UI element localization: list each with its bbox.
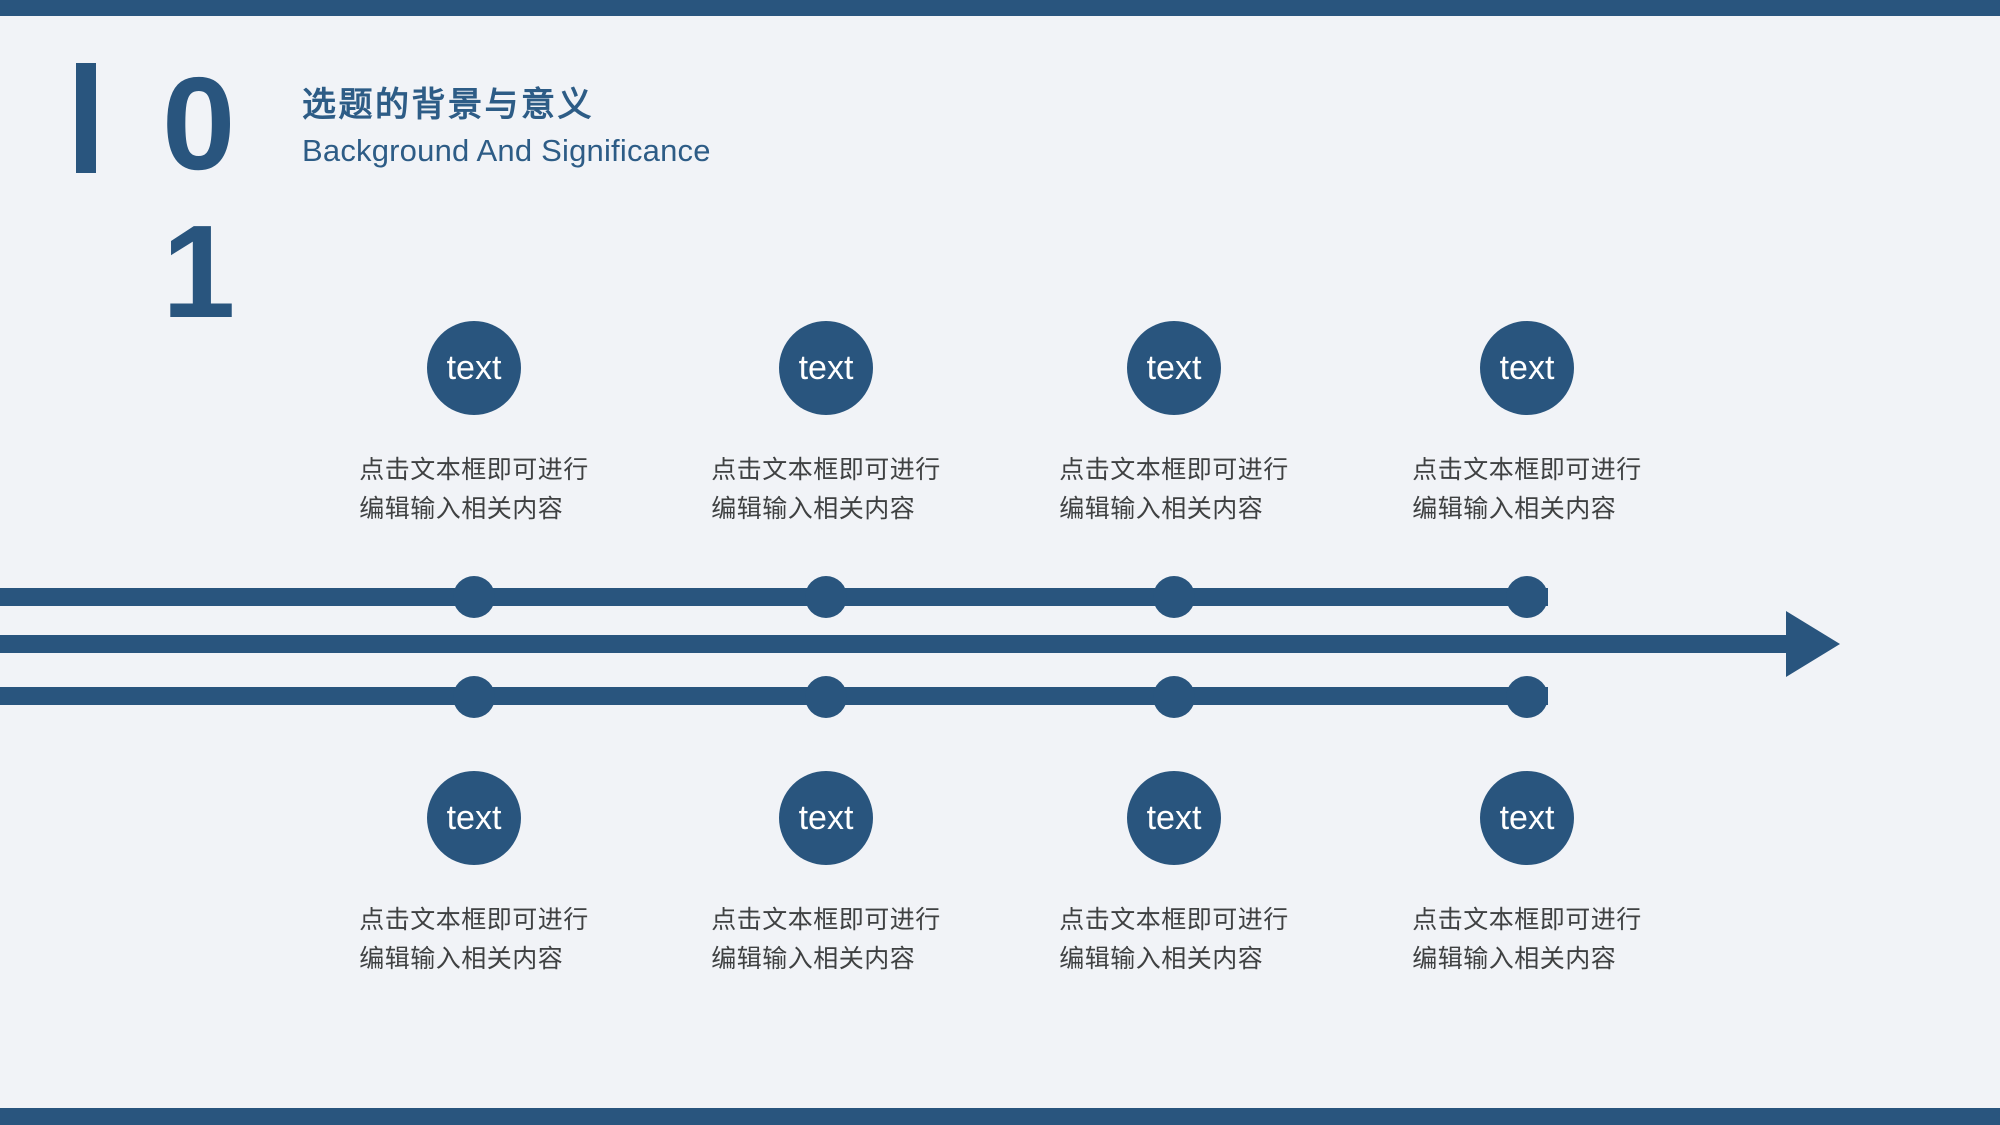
slide-subtitle: Background And Significance [302,133,711,168]
timeline-arrow-icon [1786,611,1840,677]
node-label: text [798,798,854,837]
timeline-line-top [0,588,1548,606]
timeline-node-circle[interactable]: text [1480,771,1574,865]
timeline-node-circle[interactable]: text [779,771,873,865]
timeline-item: text 点击文本框即可进行 编辑输入相关内容 [1054,771,1294,979]
node-label: text [798,348,854,387]
item-description-textbox[interactable]: 点击文本框即可进行 编辑输入相关内容 [711,456,941,523]
node-label: text [1146,798,1202,837]
timeline-dot [453,676,495,718]
timeline-dot [805,576,847,618]
item-description-textbox[interactable]: 点击文本框即可进行 编辑输入相关内容 [1412,906,1642,973]
timeline-item: text 点击文本框即可进行 编辑输入相关内容 [706,321,946,529]
timeline-item: text 点击文本框即可进行 编辑输入相关内容 [354,771,594,979]
timeline-dot [1506,576,1548,618]
node-label: text [1146,348,1202,387]
timeline-item: text 点击文本框即可进行 编辑输入相关内容 [354,321,594,529]
timeline-node-circle[interactable]: text [1127,771,1221,865]
timeline-node-circle[interactable]: text [427,321,521,415]
slide-header: 选题的背景与意义 Background And Significance [302,84,711,170]
bottom-accent-bar [0,1108,2000,1125]
timeline-line-bottom [0,687,1548,705]
timeline-dot [805,676,847,718]
timeline-dot [453,576,495,618]
node-label: text [446,798,502,837]
timeline-line-middle [0,635,1786,653]
timeline-node-circle[interactable]: text [1127,321,1221,415]
timeline-dot [1153,576,1195,618]
node-label: text [1499,798,1555,837]
slide-title: 选题的背景与意义 [302,86,594,124]
timeline-item: text 点击文本框即可进行 编辑输入相关内容 [1054,321,1294,529]
timeline-dot [1506,676,1548,718]
item-description-textbox[interactable]: 点击文本框即可进行 编辑输入相关内容 [1412,456,1642,523]
section-number-marker-bar [76,63,96,173]
timeline-item: text 点击文本框即可进行 编辑输入相关内容 [1407,771,1647,979]
item-description-textbox[interactable]: 点击文本框即可进行 编辑输入相关内容 [711,906,941,973]
item-description-textbox[interactable]: 点击文本框即可进行 编辑输入相关内容 [359,456,589,523]
section-number: 01 [162,50,236,345]
item-description-textbox[interactable]: 点击文本框即可进行 编辑输入相关内容 [1059,906,1289,973]
top-accent-bar [0,0,2000,16]
timeline-node-circle[interactable]: text [427,771,521,865]
item-description-textbox[interactable]: 点击文本框即可进行 编辑输入相关内容 [359,906,589,973]
item-description-textbox[interactable]: 点击文本框即可进行 编辑输入相关内容 [1059,456,1289,523]
node-label: text [1499,348,1555,387]
timeline-item: text 点击文本框即可进行 编辑输入相关内容 [1407,321,1647,529]
timeline-node-circle[interactable]: text [779,321,873,415]
timeline-dot [1153,676,1195,718]
node-label: text [446,348,502,387]
timeline-item: text 点击文本框即可进行 编辑输入相关内容 [706,771,946,979]
timeline-node-circle[interactable]: text [1480,321,1574,415]
